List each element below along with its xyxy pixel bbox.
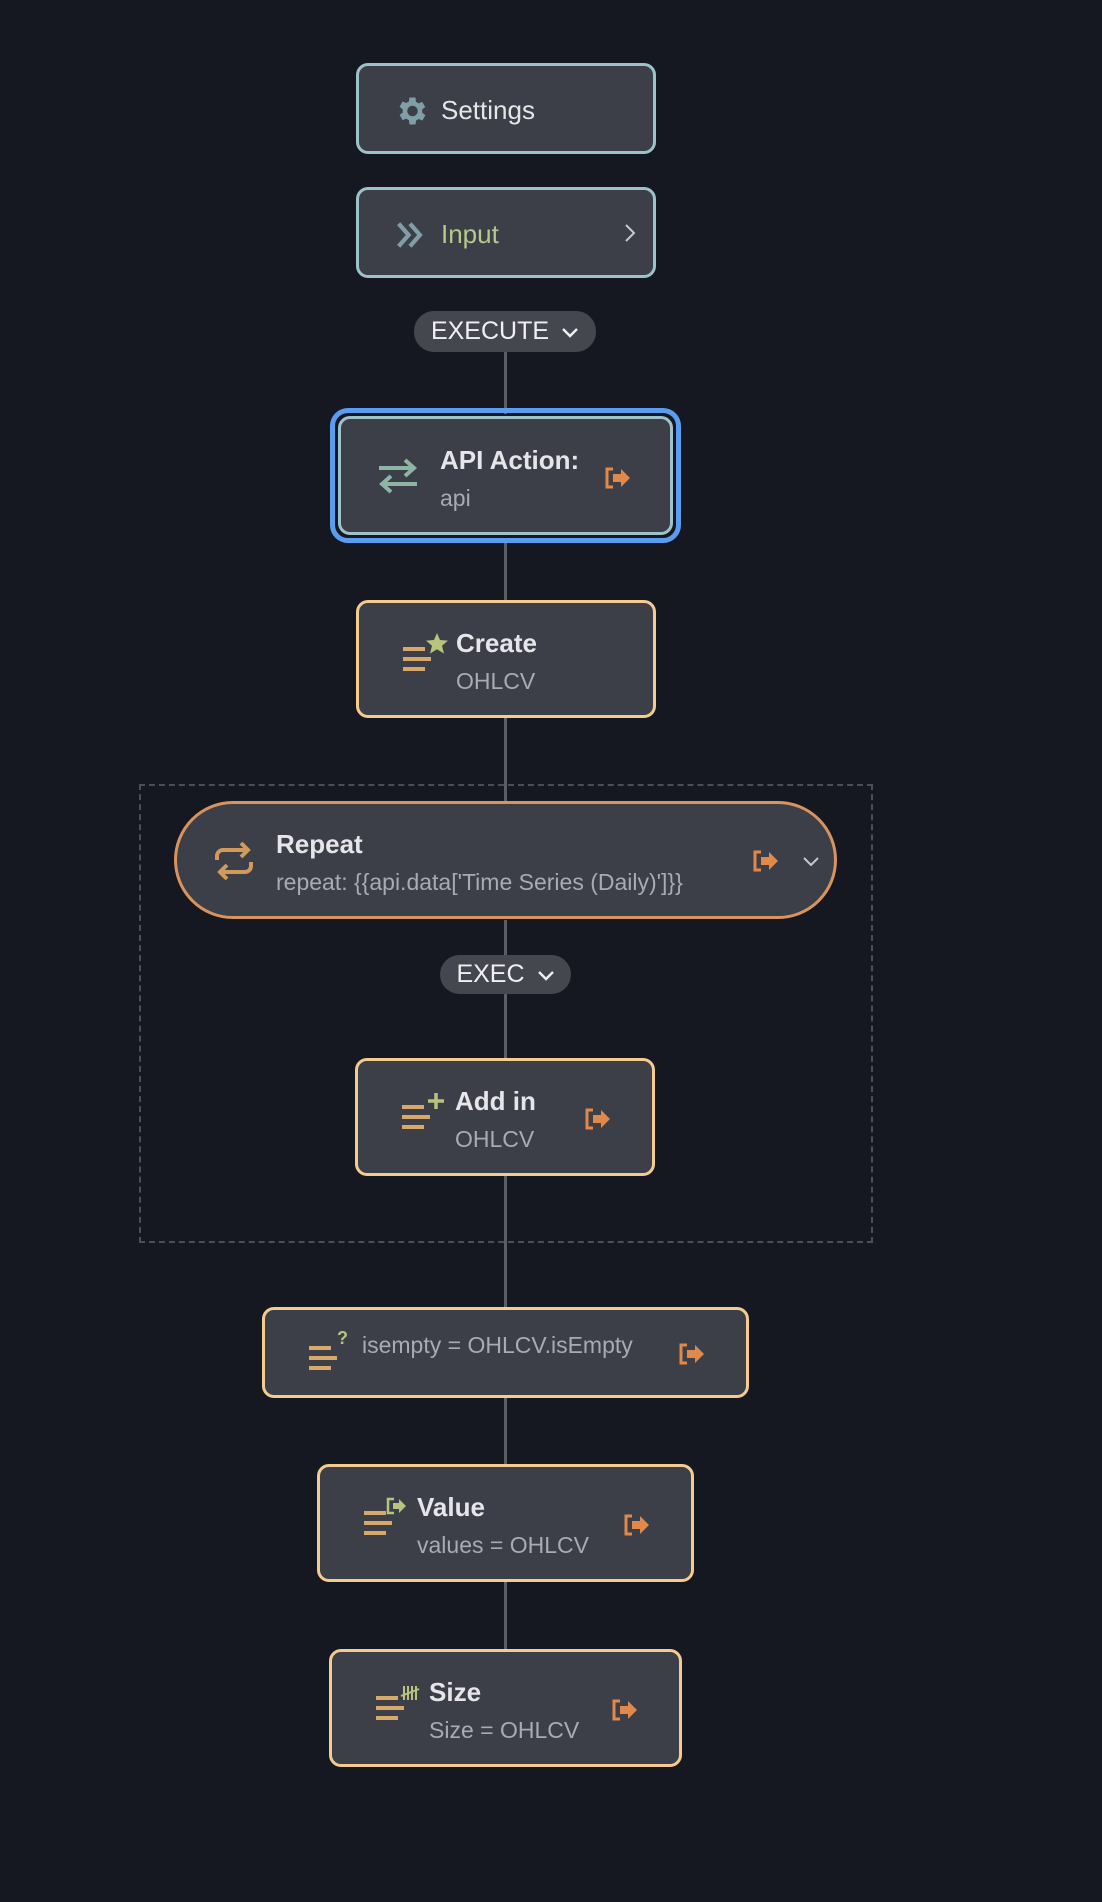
create-node[interactable]: Create OHLCV <box>356 600 656 718</box>
swap-arrows-icon <box>375 457 421 500</box>
settings-node[interactable]: Settings <box>356 63 656 154</box>
execute-dropdown[interactable]: EXECUTE <box>414 311 596 352</box>
connector-line <box>504 993 507 1059</box>
api-action-subtitle: api <box>440 485 471 511</box>
value-title: Value <box>417 1492 485 1522</box>
size-title: Size <box>429 1677 482 1707</box>
list-star-icon <box>403 633 455 686</box>
double-chevron-right-icon <box>393 218 427 257</box>
size-node[interactable]: Size Size = OHLCV <box>329 1649 682 1767</box>
add-in-subtitle: OHLCV <box>455 1126 535 1152</box>
chevron-down-icon <box>537 970 554 981</box>
repeat-node[interactable]: Repeat repeat: {{api.data['Time Series (… <box>174 801 837 919</box>
chevron-down-icon[interactable] <box>802 854 820 872</box>
settings-label: Settings <box>441 95 535 125</box>
repeat-group <box>139 784 873 1243</box>
create-subtitle: OHLCV <box>456 668 536 694</box>
chevron-right-icon[interactable] <box>623 222 637 249</box>
connector-line <box>504 718 507 802</box>
exit-door-icon[interactable] <box>583 1107 611 1131</box>
repeat-title: Repeat <box>276 829 363 859</box>
connector-line <box>504 352 507 414</box>
exit-door-icon[interactable] <box>622 1513 650 1537</box>
connector-line <box>504 1581 507 1650</box>
list-plus-icon <box>402 1091 454 1144</box>
gear-icon <box>393 93 429 134</box>
repeat-icon <box>211 840 257 887</box>
api-action-node[interactable]: API Action: api <box>338 416 673 535</box>
connector-line <box>504 1398 507 1465</box>
repeat-subtitle: repeat: {{api.data['Time Series (Daily)'… <box>276 869 683 895</box>
exec-dropdown[interactable]: EXEC <box>440 955 571 994</box>
exit-door-icon[interactable] <box>751 849 779 873</box>
input-node[interactable]: Input <box>356 187 656 278</box>
api-action-title: API Action: <box>440 445 580 475</box>
value-subtitle: values = OHLCV <box>417 1532 589 1558</box>
connector-line <box>504 543 507 600</box>
size-subtitle: Size = OHLCV <box>429 1717 580 1743</box>
add-in-title: Add in <box>455 1086 536 1116</box>
input-label: Input <box>441 219 499 249</box>
list-question-icon: ? <box>309 1328 361 1381</box>
exit-door-icon[interactable] <box>677 1342 705 1366</box>
exec-label: EXEC <box>456 960 525 988</box>
create-title: Create <box>456 628 537 658</box>
add-in-node[interactable]: Add in OHLCV <box>355 1058 655 1176</box>
connector-line <box>504 920 507 956</box>
isempty-label: isempty = OHLCV.isEmpty <box>362 1332 633 1358</box>
api-selection-outline <box>330 408 681 543</box>
exit-door-icon[interactable] <box>603 466 631 490</box>
list-tally-icon <box>376 1682 428 1735</box>
value-node[interactable]: Value values = OHLCV <box>317 1464 694 1582</box>
execute-label: EXECUTE <box>430 317 550 345</box>
isempty-node[interactable]: ? isempty = OHLCV.isEmpty <box>262 1307 749 1398</box>
svg-text:?: ? <box>337 1328 348 1348</box>
chevron-down-icon <box>562 327 578 338</box>
exit-door-icon[interactable] <box>610 1698 638 1722</box>
list-exit-icon <box>364 1497 416 1550</box>
